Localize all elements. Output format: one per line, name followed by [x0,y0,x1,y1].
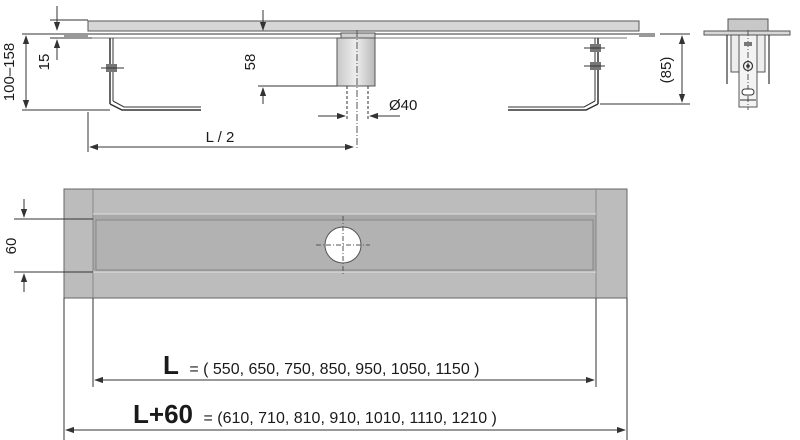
total-symbol: L+60 [133,399,193,429]
top-plate [87,20,640,32]
half-length-label: L / 2 [206,129,235,146]
outlet-pipe [336,30,376,150]
flange-label: 15 [36,54,53,71]
top-view [63,188,628,299]
length-formula: L = ( 550, 650, 750, 850, 950, 1050, 115… [163,350,480,380]
length-values: = ( 550, 650, 750, 850, 950, 1050, 1150 … [189,361,479,378]
height-range-label: 100–158 [1,43,18,101]
total-values: = (610, 710, 810, 910, 1010, 1110, 1210 … [203,410,496,427]
dim-flange: 15 [36,6,92,70]
side-view: 100–158 15 58 Ø40 L / 2 [1,6,655,152]
dim-outlet-diameter: Ø40 [318,97,417,120]
dim-side-height: (85) [600,33,690,105]
dim-length: L = ( 550, 650, 750, 850, 950, 1050, 115… [92,298,597,387]
right-bracket [508,38,605,111]
side-height-label: (85) [658,57,675,84]
cross-section-view [703,18,791,110]
length-symbol: L [163,350,179,380]
dim-height-range: 100–158 [1,33,110,111]
dim-outlet-height: 58 [242,10,337,104]
dim-half-length: L / 2 [87,112,354,152]
total-formula: L+60 = (610, 710, 810, 910, 1010, 1110, … [133,399,497,429]
outlet-height-label: 58 [242,54,259,71]
width-label: 60 [3,238,20,255]
dim-total-length: L+60 = (610, 710, 810, 910, 1010, 1110, … [63,298,628,440]
left-bracket [101,38,201,111]
dim-width: 60 [3,199,93,292]
outlet-diameter-label: Ø40 [389,97,417,114]
